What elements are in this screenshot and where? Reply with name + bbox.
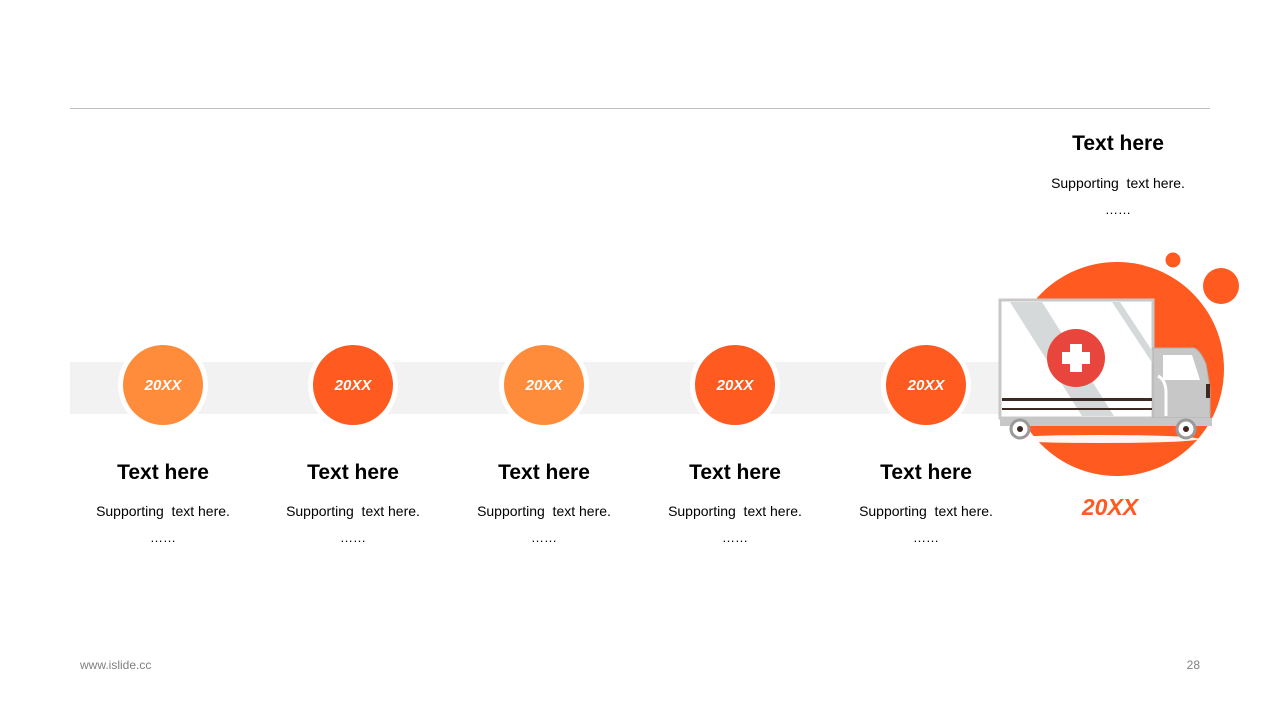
- ambulance-illustration: [996, 248, 1246, 480]
- milestone-5: 20XX Text here Supporting text here. ……: [831, 340, 1021, 560]
- top-divider: [70, 108, 1210, 109]
- milestone-year-badge: 20XX: [886, 345, 966, 425]
- milestone-year: 20XX: [716, 376, 754, 394]
- milestone-subtitle: Supporting text here.: [477, 503, 611, 519]
- milestone-subtitle: Supporting text here.: [286, 503, 420, 519]
- milestone-subtitle: Supporting text here.: [859, 503, 993, 519]
- medium-decor-dot: [1203, 268, 1239, 304]
- milestone-year-badge: 20XX: [695, 345, 775, 425]
- milestone-ellipsis: ……: [150, 530, 176, 545]
- milestone-subtitle: Supporting text here.: [668, 503, 802, 519]
- milestone-year-badge: 20XX: [504, 345, 584, 425]
- milestone-node-ring: 20XX: [690, 340, 780, 430]
- milestone-title: Text here: [307, 461, 399, 484]
- milestone-title: Text here: [117, 461, 209, 484]
- milestone-title: Text here: [498, 461, 590, 484]
- milestone-ellipsis: ……: [531, 530, 557, 545]
- milestone-2: 20XX Text here Supporting text here. ……: [258, 340, 448, 560]
- final-milestone-ellipsis: ……: [1105, 202, 1131, 217]
- milestone-year: 20XX: [907, 376, 945, 394]
- milestone-node-ring: 20XX: [881, 340, 971, 430]
- milestone-year-badge: 20XX: [123, 345, 203, 425]
- small-decor-dot: [1165, 252, 1181, 268]
- milestone-title: Text here: [880, 461, 972, 484]
- final-milestone-subtitle: Supporting text here.: [1051, 175, 1185, 191]
- milestone-node-ring: 20XX: [308, 340, 398, 430]
- milestone-node-ring: 20XX: [499, 340, 589, 430]
- ambulance-icon: [998, 252, 1239, 476]
- milestone-year: 20XX: [144, 376, 182, 394]
- footer-url: www.islide.cc: [80, 658, 152, 672]
- milestone-1: 20XX Text here Supporting text here. ……: [68, 340, 258, 560]
- milestone-ellipsis: ……: [340, 530, 366, 545]
- page-number: 28: [1186, 658, 1200, 672]
- milestone-3: 20XX Text here Supporting text here. ……: [449, 340, 639, 560]
- final-milestone-title: Text here: [1072, 132, 1164, 155]
- milestone-year: 20XX: [525, 376, 563, 394]
- milestone-year-badge: 20XX: [313, 345, 393, 425]
- milestone-ellipsis: ……: [913, 530, 939, 545]
- milestone-ellipsis: ……: [722, 530, 748, 545]
- milestone-year: 20XX: [334, 376, 372, 394]
- milestone-4: 20XX Text here Supporting text here. ……: [640, 340, 830, 560]
- milestone-title: Text here: [689, 461, 781, 484]
- milestone-node-ring: 20XX: [118, 340, 208, 430]
- final-milestone-year: 20XX: [1081, 494, 1139, 520]
- milestone-subtitle: Supporting text here.: [96, 503, 230, 519]
